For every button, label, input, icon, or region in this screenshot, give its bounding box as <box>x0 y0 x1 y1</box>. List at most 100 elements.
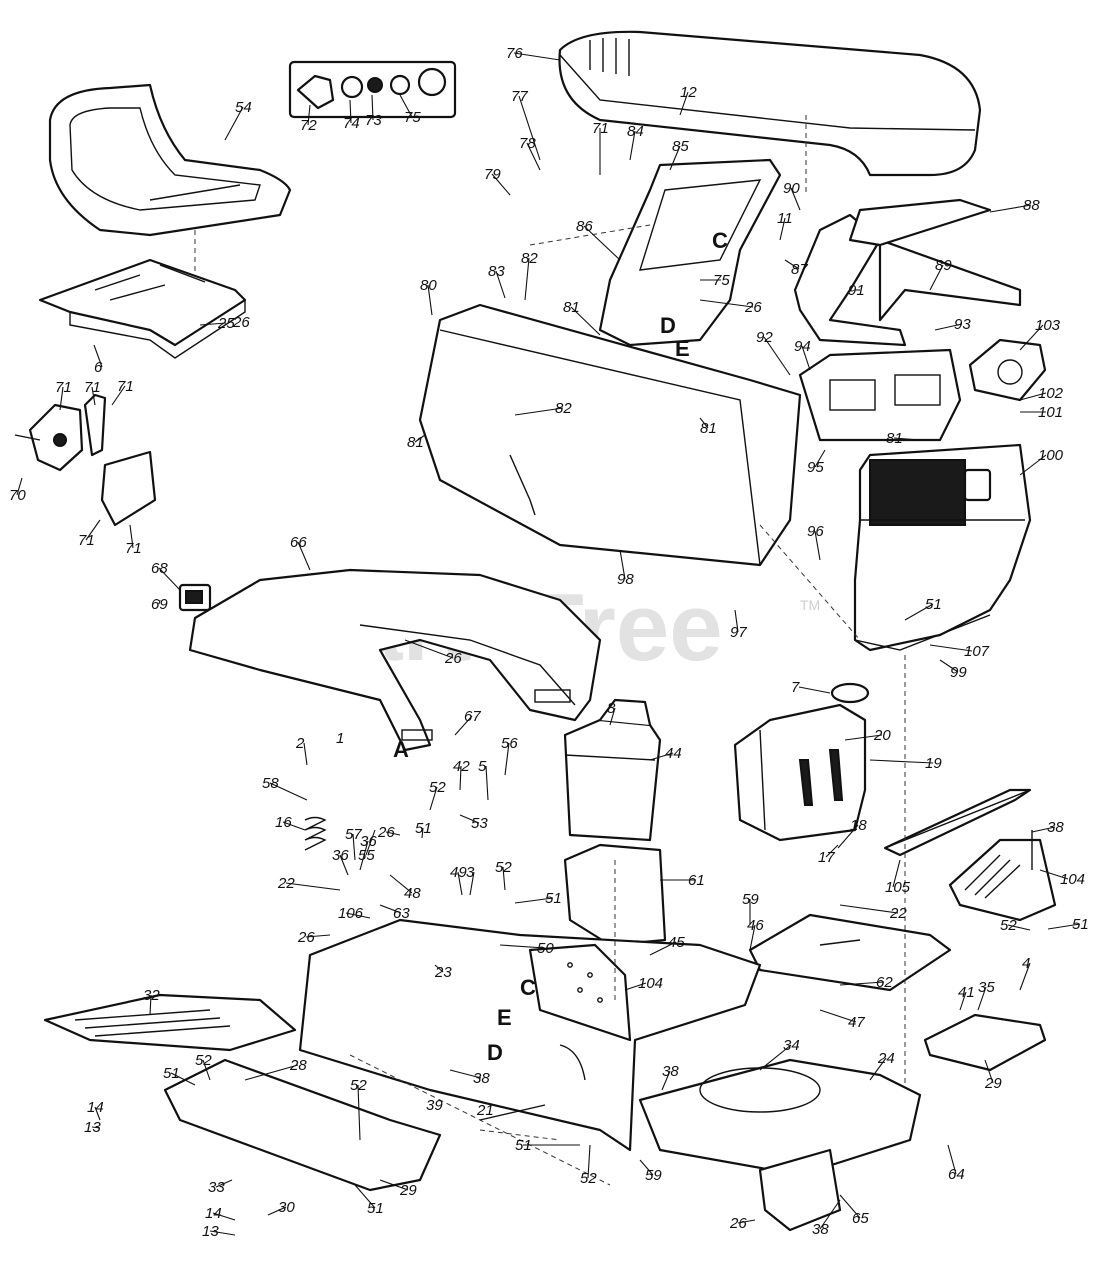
callout-99: 99 <box>950 664 967 681</box>
callout-17: 17 <box>818 849 835 866</box>
callout-leader-11 <box>779 217 786 241</box>
callout-38: 38 <box>812 1221 829 1238</box>
callout-leader-20 <box>844 734 883 741</box>
callout-14: 14 <box>205 1205 222 1222</box>
callout-59: 59 <box>742 891 759 908</box>
callout-92: 92 <box>756 329 773 346</box>
callout-26: 26 <box>729 1215 747 1232</box>
callout-51: 51 <box>1072 916 1089 933</box>
callout-73: 73 <box>365 112 382 129</box>
callout-104: 104 <box>1060 871 1085 888</box>
callout-leader-102 <box>1019 392 1047 401</box>
callout-84: 84 <box>627 123 644 140</box>
callout-52: 52 <box>580 1170 597 1187</box>
callout-leader-63 <box>379 904 402 914</box>
callout-63: 63 <box>393 905 410 922</box>
callout-leader-74 <box>349 99 352 124</box>
seat-pan-part <box>38 258 247 359</box>
callout-13: 13 <box>202 1223 219 1240</box>
callout-81: 81 <box>700 420 717 437</box>
callout-79: 79 <box>484 166 501 183</box>
callout-47: 47 <box>848 1014 865 1031</box>
callout-23: 23 <box>434 964 452 981</box>
callout-leader-95 <box>814 449 826 468</box>
callout-leader-104 <box>1039 869 1069 880</box>
callout-leader-29 <box>984 1059 994 1084</box>
callout-36: 36 <box>360 833 377 850</box>
callout-94: 94 <box>794 338 811 355</box>
marker-d-upper: D <box>660 313 676 338</box>
callout-leader-100 <box>1019 454 1047 476</box>
callout-71: 71 <box>55 379 72 396</box>
callout-29: 29 <box>984 1075 1002 1092</box>
callout-leader-19 <box>869 759 934 764</box>
callout-87: 87 <box>791 261 808 278</box>
callout-51: 51 <box>415 820 432 837</box>
callout-53: 53 <box>471 815 488 832</box>
callout-leader-82 <box>524 257 530 301</box>
callout-62: 62 <box>876 974 893 991</box>
callout-leader-65 <box>839 1194 861 1219</box>
callout-64: 64 <box>948 1166 965 1183</box>
callout-77: 77 <box>511 88 528 105</box>
callout-12: 12 <box>680 84 697 101</box>
callout-81: 81 <box>563 299 580 316</box>
tank-support-part <box>883 788 1032 857</box>
callout-leader-77 <box>518 95 541 161</box>
callout-13: 13 <box>84 1119 101 1136</box>
callout-leader-47 <box>819 1009 857 1023</box>
seat-part <box>48 83 292 237</box>
callout-51: 51 <box>367 1200 384 1217</box>
callout-51: 51 <box>925 596 942 613</box>
callout-71: 71 <box>592 120 609 137</box>
callout-leader-17 <box>825 844 839 858</box>
callout-105: 105 <box>885 879 911 896</box>
fender-part <box>188 568 602 752</box>
callout-leader-71 <box>129 524 134 549</box>
callout-leader-71 <box>85 519 101 541</box>
callout-78: 78 <box>519 135 536 152</box>
headlight-part <box>968 338 1047 402</box>
fuel-tank-part <box>733 703 867 842</box>
callout-76: 76 <box>506 45 523 62</box>
callout-81: 81 <box>886 430 903 447</box>
callout-leader-98 <box>619 549 626 580</box>
callout-leader-51 <box>421 827 424 839</box>
callout-28: 28 <box>289 1057 307 1074</box>
callout-52: 52 <box>1000 917 1017 934</box>
callout-91: 91 <box>848 282 865 299</box>
callout-leader-16 <box>282 821 306 831</box>
rod-part <box>479 1104 546 1121</box>
callout-71: 71 <box>84 379 101 396</box>
callout-leader-83 <box>495 270 506 299</box>
footrest-right-part <box>923 1013 1047 1072</box>
callout-leader-52 <box>357 1084 361 1141</box>
callout-leader-59 <box>639 1159 654 1176</box>
callout-leader-105 <box>892 859 901 888</box>
callout-leader-28 <box>244 1064 299 1081</box>
callout-leader-24 <box>869 1057 887 1081</box>
callout-90: 90 <box>783 180 800 197</box>
callout-66: 66 <box>290 534 307 551</box>
brake-bracket-group <box>14 393 157 527</box>
footrest-left-part <box>163 1058 442 1192</box>
callout-leader-58 <box>269 782 308 801</box>
callout-leader-35 <box>977 986 987 1011</box>
callout-8: 8 <box>607 700 616 717</box>
callout-leader-76 <box>513 52 561 61</box>
callout-leader-13 <box>91 1126 101 1129</box>
callout-leader-51 <box>514 897 554 904</box>
callout-42: 42 <box>453 758 470 775</box>
callout-7: 7 <box>791 679 800 696</box>
callout-leader-104 <box>624 982 647 991</box>
callout-89: 89 <box>935 257 952 274</box>
callout-leader-2 <box>303 742 308 766</box>
callout-44: 44 <box>665 745 682 762</box>
callout-52: 52 <box>495 859 512 876</box>
main-frame-part <box>298 918 922 1232</box>
callout-leader-66 <box>297 541 311 571</box>
callout-leader-42 <box>459 765 462 791</box>
callout-leader-89 <box>929 264 944 291</box>
callout-leader-38 <box>449 1069 482 1079</box>
